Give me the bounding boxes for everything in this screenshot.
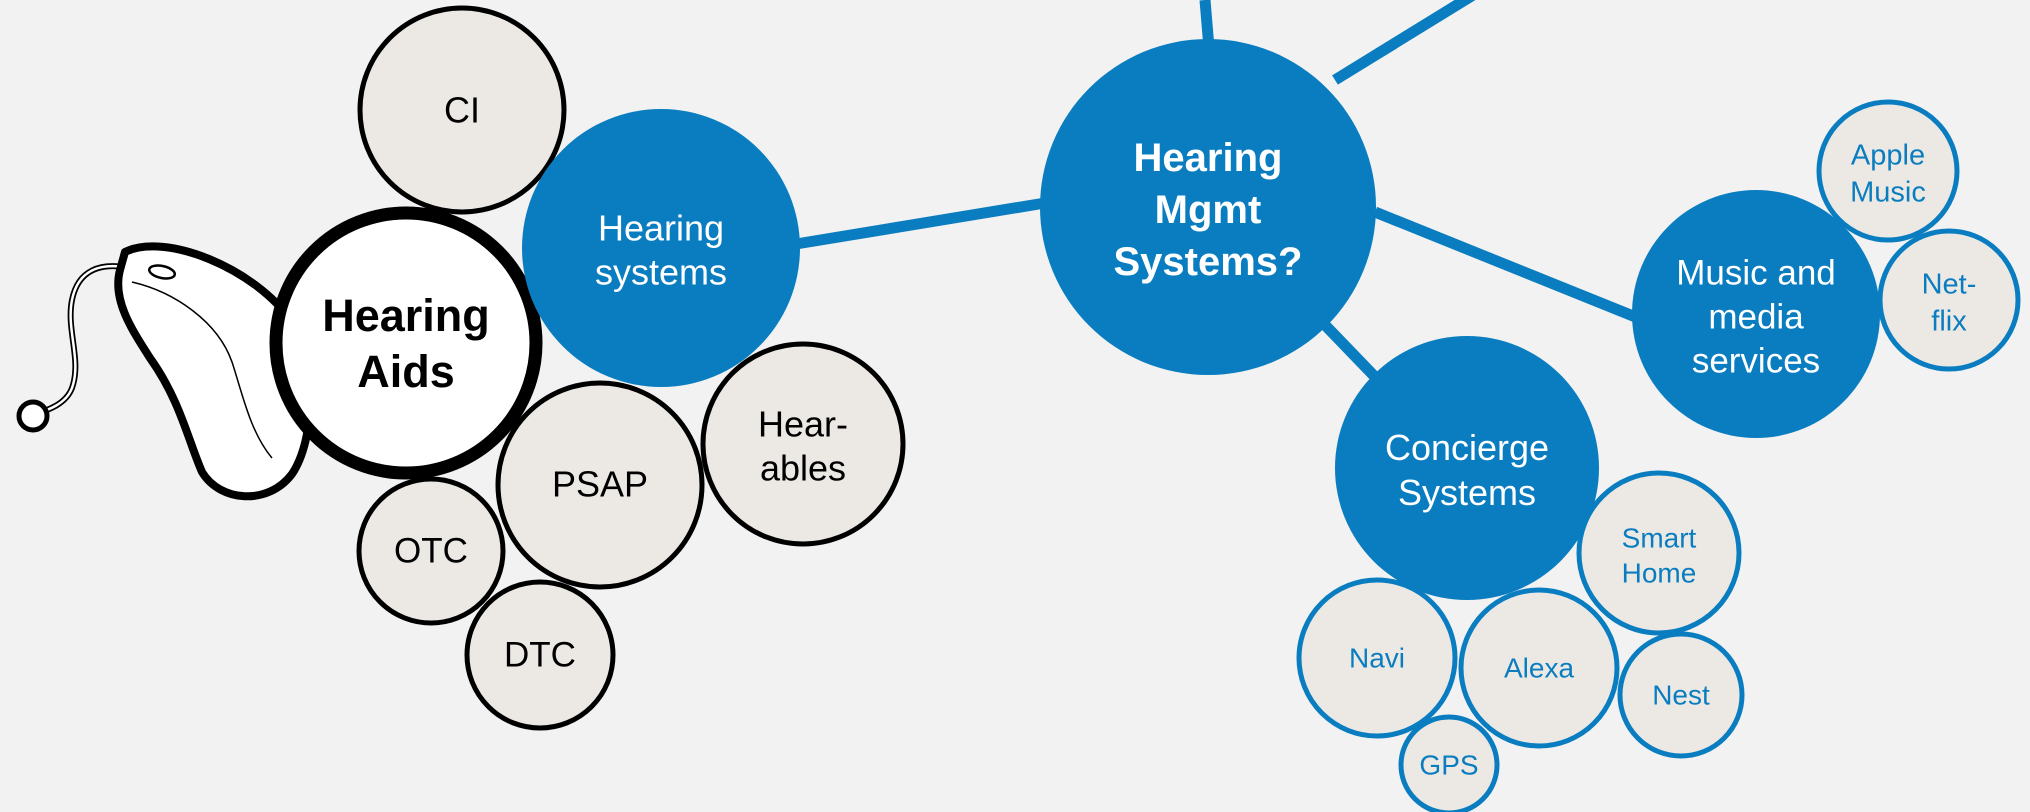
node-netflix: Net-flix: [1877, 228, 2021, 372]
label-line: Music: [1850, 177, 1926, 209]
node-netflix-label: Net-flix: [1922, 269, 1977, 338]
node-alexa-label: Alexa: [1504, 652, 1574, 683]
label-line: ables: [760, 448, 846, 489]
node-nest-label: Nest: [1652, 679, 1710, 710]
node-ci: CI: [357, 5, 567, 215]
node-psap: PSAP: [495, 380, 705, 590]
node-dtc-label: DTC: [504, 635, 576, 674]
node-otc: OTC: [356, 476, 506, 626]
connector-music-media: [1372, 206, 1641, 324]
label-line: Systems: [1398, 472, 1536, 513]
label-line: Hearing: [322, 290, 490, 341]
node-music-media: Music and media services: [1632, 190, 1880, 438]
label-line: Net-: [1922, 269, 1977, 301]
connector-hearing-systems: [789, 197, 1046, 251]
node-navi: Navi: [1296, 577, 1458, 739]
label-line: Concierge: [1385, 427, 1549, 468]
node-psap-label: PSAP: [552, 464, 648, 505]
connector-up-right: [1332, 0, 1476, 85]
label-line: Mgmt: [1155, 188, 1262, 232]
label-line: Aids: [357, 346, 455, 397]
node-dtc: DTC: [464, 579, 616, 731]
label-line: systems: [595, 252, 727, 293]
node-otc-label: OTC: [394, 531, 468, 570]
label-line: Smart: [1622, 522, 1697, 553]
node-nest: Nest: [1617, 631, 1745, 759]
label-line: Hear-: [758, 404, 848, 445]
label-line: Hearing: [1134, 136, 1283, 180]
node-ci-label: CI: [444, 90, 480, 131]
connector-concierge: [1321, 321, 1382, 384]
label-line: Music and: [1676, 253, 1836, 292]
connector-lines: [789, 0, 1641, 384]
node-gps-label: GPS: [1419, 749, 1478, 780]
node-hearables: Hear-ables: [700, 341, 906, 547]
node-hearables-label: Hear-ables: [758, 404, 848, 489]
label-line: services: [1692, 341, 1820, 380]
label-line: Home: [1622, 557, 1697, 588]
label-line: media: [1708, 297, 1804, 336]
node-navi-label: Navi: [1349, 642, 1405, 673]
hearing-aid-device-icon: [16, 242, 315, 501]
node-music-media-label: Music and media services: [1676, 253, 1836, 380]
node-alexa: Alexa: [1458, 587, 1620, 749]
label-line: Apple: [1851, 140, 1925, 172]
node-gps: GPS: [1398, 714, 1500, 812]
label-line: Systems?: [1114, 240, 1303, 284]
label-line: Hearing: [598, 208, 724, 249]
label-line: flix: [1931, 306, 1967, 338]
